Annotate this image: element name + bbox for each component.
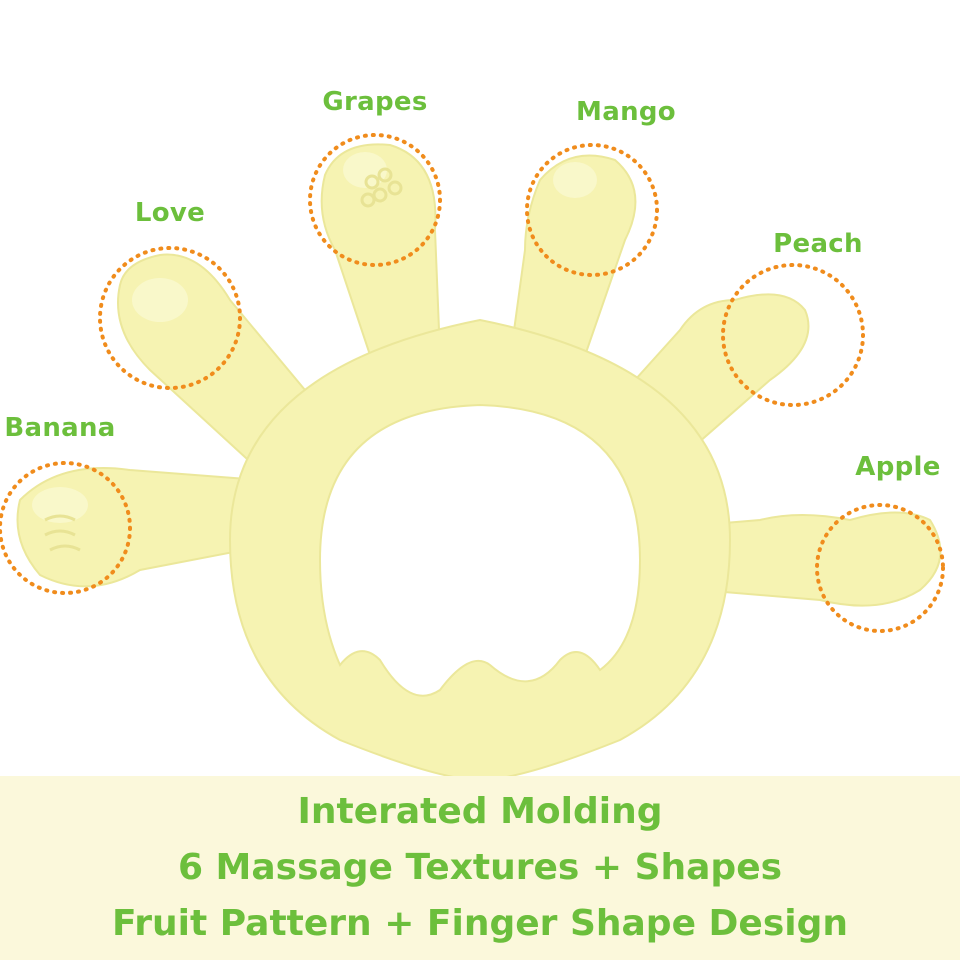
ring-grapes <box>308 133 442 267</box>
ring-apple <box>815 503 945 633</box>
teether-ring <box>228 318 732 782</box>
ring-banana <box>0 461 132 595</box>
ring-love <box>98 246 242 390</box>
finger-apple <box>699 511 942 607</box>
teether-textures <box>44 167 403 552</box>
label-mango: Mango <box>576 97 676 127</box>
teether-body <box>16 143 942 782</box>
label-grapes: Grapes <box>322 87 428 117</box>
label-apple: Apple <box>855 452 941 482</box>
label-banana: Banana <box>4 413 116 443</box>
ring-mango <box>525 143 659 277</box>
caption-line-2: 6 Massage Textures + Shapes <box>177 847 783 888</box>
caption-line-3: Fruit Pattern + Finger Shape Design <box>112 903 848 944</box>
ring-peach <box>721 263 865 407</box>
caption-line-1: Interated Molding <box>297 791 663 832</box>
label-love: Love <box>134 198 206 228</box>
label-peach: Peach <box>773 229 863 259</box>
finger-grapes <box>320 143 442 372</box>
texture-highlight-rings <box>0 133 945 633</box>
caption-band: Interated Molding 6 Massage Textures + S… <box>0 776 960 960</box>
